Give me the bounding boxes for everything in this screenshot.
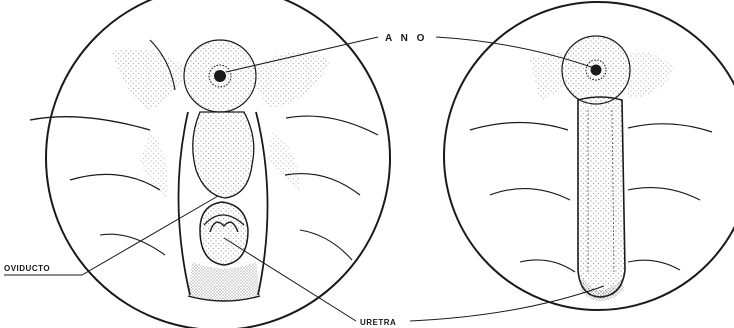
left-basal-region xyxy=(188,262,260,301)
left-fold-line xyxy=(300,230,352,260)
left-skin-fold-mid-right xyxy=(268,132,300,190)
left-urethral-papilla xyxy=(200,202,248,265)
right-fold-line xyxy=(520,260,575,272)
label-ano: A N O xyxy=(385,33,427,44)
right-fold-line xyxy=(628,188,700,200)
right-fold-line xyxy=(628,260,680,270)
leader-line-uretra-right xyxy=(410,286,604,321)
right-fold-line xyxy=(490,189,570,200)
right-fold-line xyxy=(470,123,568,131)
female-specimen-drawing xyxy=(30,0,390,328)
left-oviduct-body xyxy=(193,112,254,198)
right-anal-opening xyxy=(591,65,602,76)
male-specimen-drawing xyxy=(444,2,734,310)
left-skin-fold-mid-left xyxy=(140,130,168,200)
label-uretra: URETRA xyxy=(360,318,396,327)
right-fold-line xyxy=(628,124,712,132)
left-skin-fold-upper-right xyxy=(250,52,330,108)
left-fold-line xyxy=(70,174,160,190)
left-fold-line xyxy=(286,116,378,135)
right-penis-body xyxy=(578,97,625,297)
left-anal-opening xyxy=(214,70,226,82)
left-skin-fold-upper-left xyxy=(112,49,188,110)
label-oviducto: OVIDUCTO xyxy=(4,264,50,273)
left-fold-line xyxy=(100,234,165,255)
